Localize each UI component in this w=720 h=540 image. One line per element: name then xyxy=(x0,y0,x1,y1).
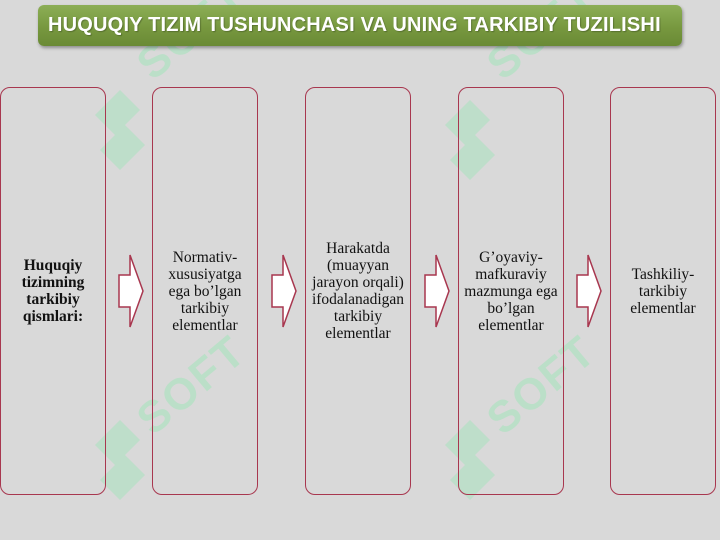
box-label: Normativ-xususiyatga ega bo’lgan tarkibi… xyxy=(168,248,242,334)
box-label: Tashkiliy-tarkibiy elementlar xyxy=(630,265,696,317)
box-label: G’oyaviy-mafkuraviy mazmunga ega bo’lgan… xyxy=(464,248,558,334)
title-bar: HUQUQIY TIZIM TUSHUNCHASI VA UNING TARKI… xyxy=(38,5,682,46)
box-label: Harakatda (muayyan jarayon orqali) ifoda… xyxy=(311,240,405,342)
box-tashkiliy: Tashkiliy-tarkibiy elementlar xyxy=(610,87,716,495)
right-arrow-icon xyxy=(118,254,144,328)
box-harakatda: Harakatda (muayyan jarayon orqali) ifoda… xyxy=(305,87,411,495)
box-label: Huquqiy tizimning tarkibiy qismlari: xyxy=(21,257,85,325)
box-goyaviy: G’oyaviy-mafkuraviy mazmunga ega bo’lgan… xyxy=(458,87,564,495)
right-arrow-icon xyxy=(576,254,602,328)
page-title: HUQUQIY TIZIM TUSHUNCHASI VA UNING TARKI… xyxy=(48,14,661,36)
box-huquqiy-tizim: Huquqiy tizimning tarkibiy qismlari: xyxy=(0,87,106,495)
right-arrow-icon xyxy=(271,254,297,328)
right-arrow-icon xyxy=(424,254,450,328)
box-normativ: Normativ-xususiyatga ega bo’lgan tarkibi… xyxy=(152,87,258,495)
